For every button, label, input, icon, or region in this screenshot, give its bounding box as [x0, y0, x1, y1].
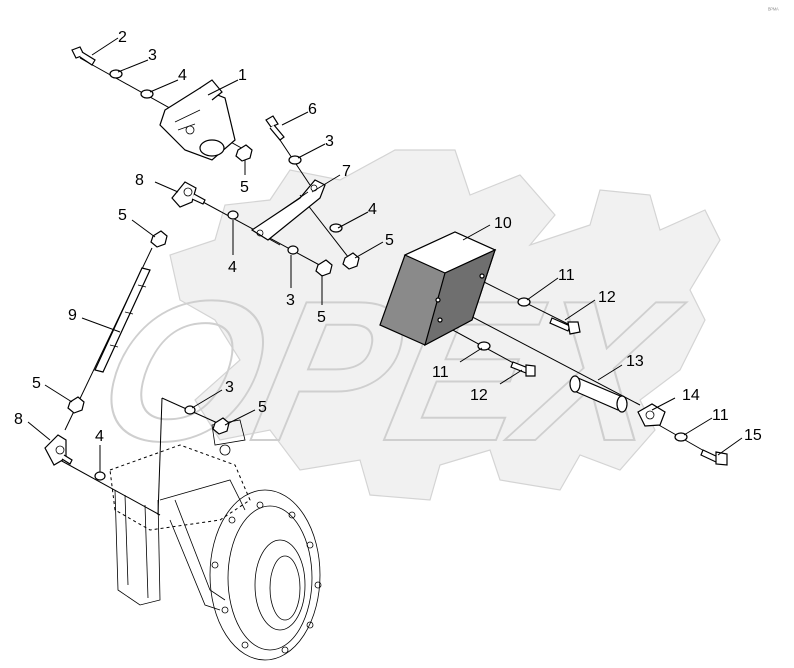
callout-5: 5 [258, 399, 267, 416]
callout-1: 1 [238, 67, 247, 84]
nut-5-mid [342, 252, 360, 270]
callout-5: 5 [240, 179, 249, 196]
callout-5: 5 [317, 309, 326, 326]
nut-5-bottom [212, 417, 230, 435]
callout-8: 8 [14, 411, 23, 428]
bolt-12-upper [549, 317, 581, 335]
rod-9 [94, 267, 151, 373]
nut-5-left-top [150, 230, 168, 248]
callout-2: 2 [118, 29, 127, 46]
switch-1 [159, 79, 236, 161]
callout-8: 8 [135, 172, 144, 189]
callout-5: 5 [118, 207, 127, 224]
callout-4: 4 [178, 67, 187, 84]
corner-mark: ᴮᴾᴹᴬ [768, 6, 779, 14]
callout-6: 6 [308, 101, 317, 118]
nut-5-center [315, 259, 333, 277]
nut-5-top [235, 144, 253, 162]
ball-joint-8-top [171, 181, 206, 208]
lever-7 [250, 179, 326, 241]
callout-4: 4 [95, 428, 104, 445]
callout-3: 3 [225, 379, 234, 396]
callout-13: 13 [626, 353, 644, 370]
washer-4-mid [329, 223, 343, 233]
callout-12: 12 [598, 289, 616, 306]
washer-4-bottom [94, 471, 106, 481]
callout-11: 11 [432, 364, 449, 381]
callout-3: 3 [286, 292, 295, 309]
nut-5-left-bottom [67, 396, 85, 414]
bolt-6 [265, 115, 285, 141]
clamp-14 [637, 403, 666, 427]
callout-9: 9 [68, 307, 77, 324]
callout-15: 15 [744, 427, 762, 444]
callout-7: 7 [342, 163, 351, 180]
bolt-2 [71, 46, 96, 66]
sleeve-13 [569, 375, 628, 413]
washer-4-left [227, 210, 239, 220]
cover-10 [379, 231, 497, 347]
callout-3: 3 [148, 47, 157, 64]
leader-lines [27, 37, 743, 472]
callout-11: 11 [558, 267, 575, 284]
bolt-12-lower [510, 361, 536, 377]
callout-12: 12 [470, 387, 488, 404]
callout-14: 14 [682, 387, 700, 404]
bolt-15 [700, 449, 728, 466]
washer-11-lower [477, 341, 491, 351]
callout-4: 4 [368, 201, 377, 218]
callout-5: 5 [385, 232, 394, 249]
callout-5: 5 [32, 375, 41, 392]
washer-3-center [287, 245, 299, 255]
ball-joint-8-bottom [44, 434, 73, 466]
callout-3: 3 [325, 133, 334, 150]
transmission-housing [109, 419, 322, 661]
callout-11: 11 [712, 407, 729, 424]
callout-10: 10 [494, 215, 512, 232]
callout-4: 4 [228, 259, 237, 276]
callout-labels: 2 3 4 1 5 6 3 7 8 5 4 4 5 3 5 10 11 12 9… [14, 29, 762, 445]
